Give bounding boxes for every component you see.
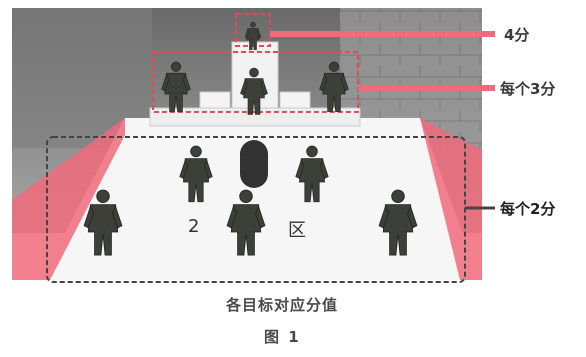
figure-label: 图 1 [264, 328, 301, 346]
caption: 各目标对应分值 [226, 296, 339, 314]
right-pink-wall [420, 118, 482, 280]
battlement-left [199, 91, 231, 109]
soldier-middle-center [240, 67, 268, 115]
soldier-front-right [378, 189, 418, 256]
zone-character: 区 [288, 220, 306, 241]
score-label-top: 4分 [504, 26, 530, 44]
soldier-middle-right [319, 61, 349, 112]
soldier-row2-left [179, 145, 213, 203]
middle-target-box [152, 51, 359, 113]
soldier-middle-left [161, 61, 191, 112]
zone-number: 2 [188, 216, 200, 237]
top-target-box [235, 13, 271, 47]
soldier-row2-right [295, 145, 329, 203]
archway [240, 140, 268, 188]
score-label-middle: 每个3分 [500, 80, 556, 98]
soldier-front-center [226, 189, 266, 256]
score-label-bottom: 每个2分 [500, 200, 556, 218]
battlement-right [279, 91, 311, 109]
floor [40, 118, 480, 280]
soldier-top [244, 21, 262, 51]
soldier-figures [83, 21, 418, 256]
left-pink-wall [12, 118, 125, 280]
soldier-front-left [83, 189, 123, 256]
